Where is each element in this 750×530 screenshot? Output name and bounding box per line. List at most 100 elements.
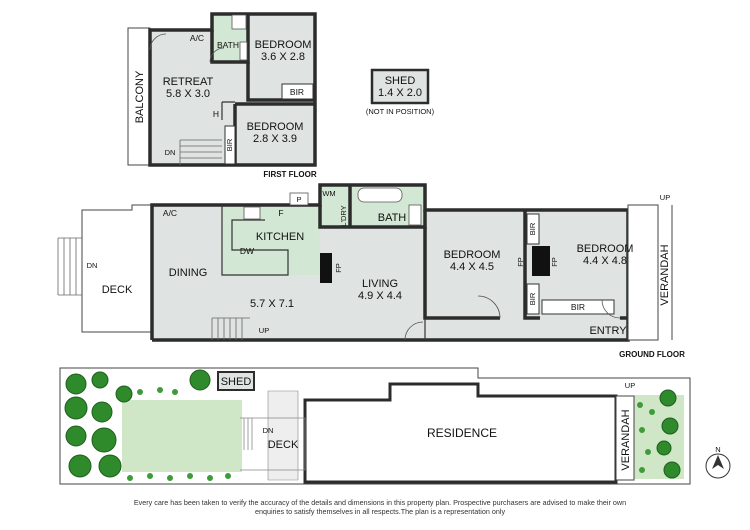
bedroom4-name: BEDROOM xyxy=(577,243,634,255)
bathtub-icon xyxy=(357,187,403,203)
disclaimer: Every care has been taken to verify the … xyxy=(60,498,700,516)
site-deck-steps xyxy=(243,418,253,450)
ac-label: A/C xyxy=(190,33,204,43)
tree-icon xyxy=(65,373,87,395)
door-arc xyxy=(477,295,501,319)
door-arc xyxy=(601,299,621,319)
shrubs xyxy=(127,387,655,481)
ground-floor: WM P L'DRY BATH A/C F KITCHEN DW DINING … xyxy=(57,183,685,359)
bir-e-label: BIR xyxy=(571,302,585,312)
door-arc xyxy=(149,33,167,51)
first-floor: A/C BATH BEDROOM 3.6 X 2.8 RETREAT 5.8 X… xyxy=(127,12,317,179)
door-arc xyxy=(209,47,225,63)
north-arrow-icon xyxy=(712,455,724,469)
bedroom2-fill xyxy=(235,104,315,165)
ground-ac-label: A/C xyxy=(163,208,177,218)
pantry-box xyxy=(289,192,309,206)
tree-icon xyxy=(64,396,88,420)
side-path xyxy=(267,390,299,481)
vanity-icon xyxy=(239,41,248,61)
tree-icon xyxy=(91,427,117,453)
front-trees xyxy=(656,389,681,479)
site-plan: SHED RESIDENCE DECK DN VERANDAH UP xyxy=(59,367,691,485)
residence-footprint xyxy=(303,382,618,484)
tree-icon xyxy=(189,369,211,391)
living-dimensions: 4.9 X 4.4 xyxy=(358,290,402,302)
wet-area-wall xyxy=(318,205,427,229)
dining-label: DINING xyxy=(169,267,208,279)
residence-label: RESIDENCE xyxy=(427,426,497,440)
bir-b-label: BIR xyxy=(225,138,234,151)
living-name: LIVING xyxy=(362,278,398,290)
first-floor-outer-wall xyxy=(148,12,317,167)
stairs-up-label: UP xyxy=(259,326,269,335)
shed-plan: SHED 1.4 X 2.0 (NOT IN POSITION) xyxy=(366,68,435,116)
ground-bath-label: BATH xyxy=(378,212,407,224)
compass: N xyxy=(705,445,731,479)
disclaimer-line-1: Every care has been taken to verify the … xyxy=(133,498,627,507)
site-verandah xyxy=(615,395,635,481)
shed-dimensions: 1.4 X 2.0 xyxy=(378,87,422,99)
door-arc xyxy=(404,321,424,341)
tree-icon xyxy=(659,389,677,407)
hall-wall xyxy=(221,101,235,120)
bath-wall xyxy=(210,14,250,64)
site-deck xyxy=(240,417,306,471)
disclaimer-line-2: enquiries to satisfy themselves in all r… xyxy=(254,507,506,516)
first-floor-title: FIRST FLOOR xyxy=(263,170,317,179)
deck-steps xyxy=(57,237,82,296)
fp-bedroom3-label: FP xyxy=(516,257,525,267)
lawn xyxy=(122,400,242,472)
kitchen-label: KITCHEN xyxy=(256,231,304,243)
balcony-label: BALCONY xyxy=(134,70,146,123)
site-verandah-label: VERANDAH xyxy=(620,409,632,470)
ground-floor-title: GROUND FLOOR xyxy=(619,350,685,359)
tree-icon xyxy=(91,371,109,389)
tree-icon xyxy=(656,440,672,456)
compass-label: N xyxy=(715,445,720,454)
dishwasher-label: DW xyxy=(240,246,254,256)
compass-circle xyxy=(705,453,731,479)
verandah-label: VERANDAH xyxy=(659,244,671,305)
site-dn-label: DN xyxy=(263,426,274,435)
tree-icon xyxy=(98,454,122,478)
tree-icon xyxy=(91,401,113,423)
verandah-up-label: UP xyxy=(660,193,670,202)
kitchen-bench xyxy=(221,205,289,276)
cooktop-icon xyxy=(243,206,261,220)
bedroom3-name: BEDROOM xyxy=(444,249,501,261)
bir-b-box xyxy=(224,125,236,165)
shed-name: SHED xyxy=(385,75,416,87)
bedroom2-name: BEDROOM xyxy=(247,121,304,133)
first-floor-stairs xyxy=(179,139,222,165)
bir-a-label: BIR xyxy=(290,87,304,97)
kitchen-fill xyxy=(222,205,320,275)
site-shed xyxy=(217,371,255,391)
verandah-outline xyxy=(627,204,659,341)
bedroom3-dimensions: 4.4 X 4.5 xyxy=(450,261,494,273)
tree-icon xyxy=(661,417,679,435)
bir-c-box xyxy=(526,213,540,245)
stairs-dn-label: DN xyxy=(165,148,176,157)
h-label: H xyxy=(213,109,219,119)
tree-icon xyxy=(663,461,681,479)
ground-stairs xyxy=(211,317,250,340)
bir-c-label: BIR xyxy=(528,222,537,235)
bir-d-box xyxy=(526,283,540,315)
trees xyxy=(64,369,211,478)
tree-icon xyxy=(115,385,133,403)
fridge-label: F xyxy=(278,208,283,218)
bedroom2-dimensions: 2.8 X 3.9 xyxy=(253,133,297,145)
bedroom1-wall xyxy=(246,62,315,102)
site-shed-label: SHED xyxy=(221,376,252,388)
basin-icon xyxy=(408,204,422,226)
site-deck-label: DECK xyxy=(268,439,299,451)
fireplace-living xyxy=(320,253,332,283)
entry-label: ENTRY xyxy=(589,325,627,337)
site-up-label: UP xyxy=(625,381,635,390)
bedroom1-name: BEDROOM xyxy=(255,39,312,51)
bir-e-box xyxy=(541,299,615,315)
wm-label: WM xyxy=(322,189,335,198)
tree-icon xyxy=(65,425,87,447)
